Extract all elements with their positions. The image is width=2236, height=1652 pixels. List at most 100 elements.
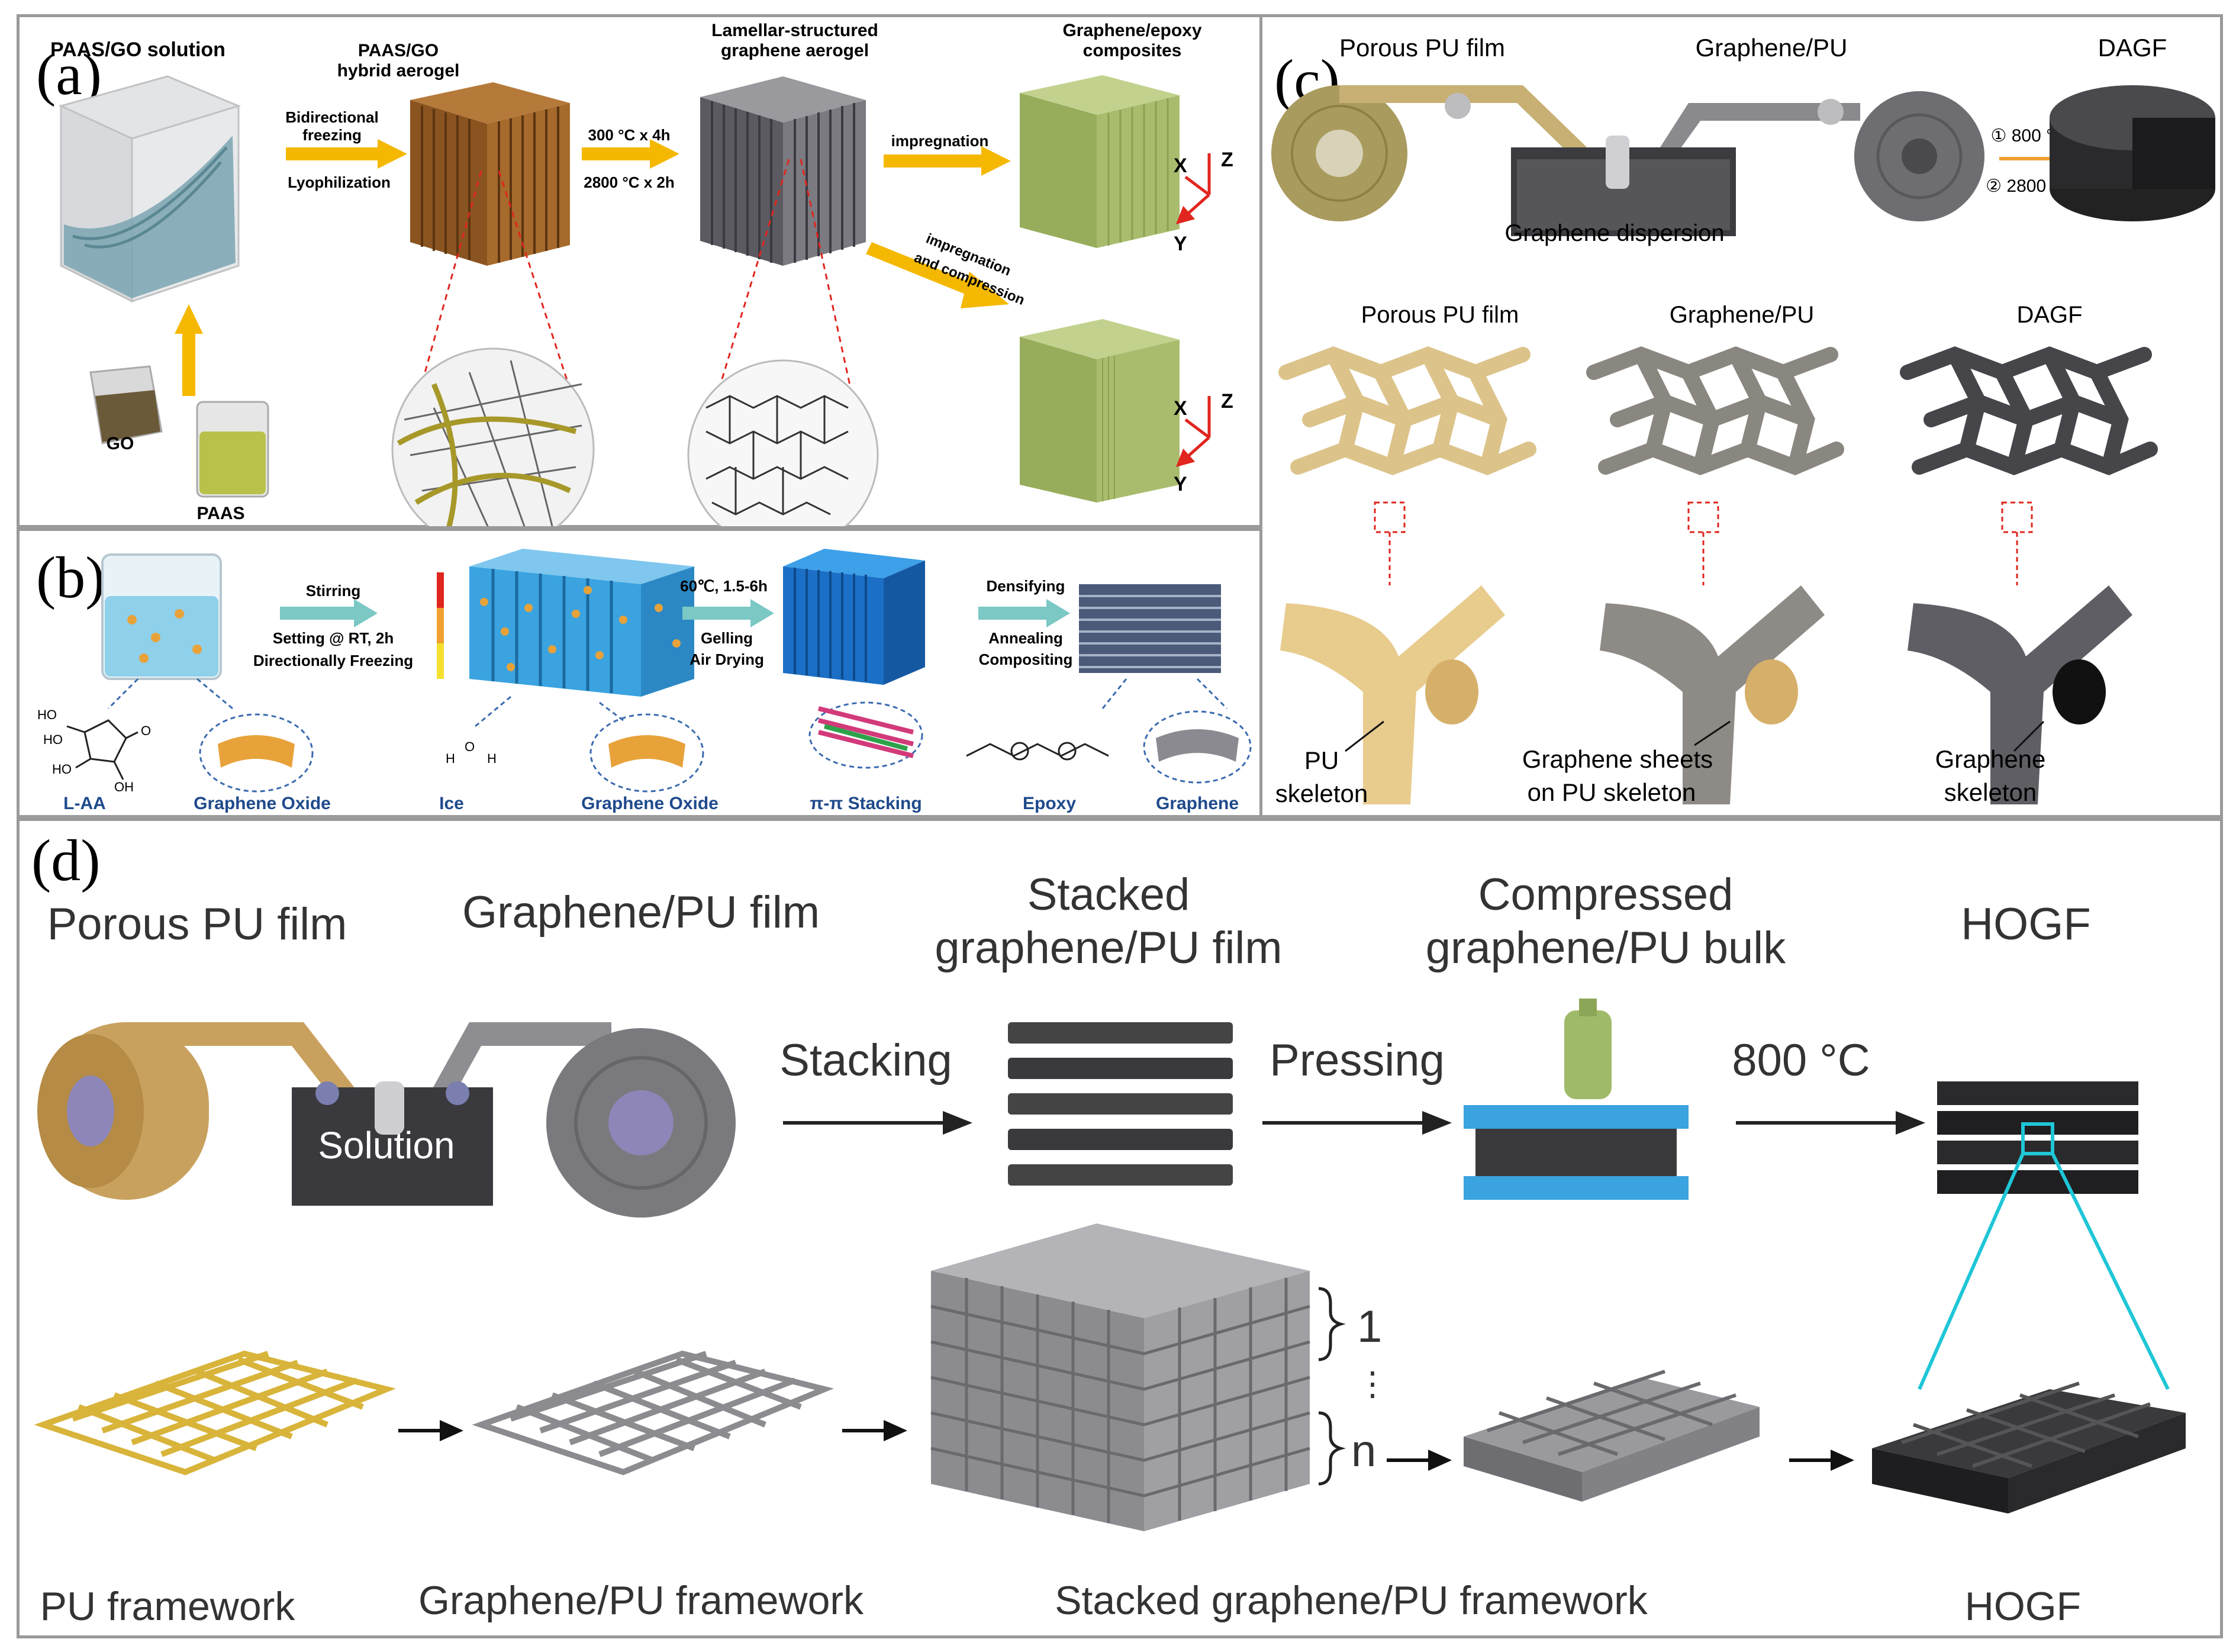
stacking-arrow	[783, 1111, 972, 1135]
mol-oh: OH	[114, 780, 134, 794]
bidirectional-label: Bidirectional	[285, 108, 378, 126]
ice-zoom-arrows	[475, 695, 624, 727]
graphene-oxide-circle-1	[199, 713, 314, 793]
arrow-bottom-3	[1387, 1450, 1452, 1471]
process-arrow-3	[884, 146, 1011, 176]
hogf-bulk	[1937, 1081, 2138, 1194]
panel-b-graphic: (b) HO HO HO OH O L-AA Graphene Oxide St…	[36, 545, 1252, 813]
pu-framework-label: PU framework	[40, 1584, 296, 1629]
panel-a-label: (a)	[36, 41, 102, 107]
axis-y-2: Y	[1174, 473, 1187, 495]
graphene-oxide-circle-2	[589, 713, 704, 793]
axes-1	[1183, 153, 1211, 218]
dagf-cylinder	[2050, 85, 2215, 221]
hybrid-zoom-circle	[391, 347, 595, 526]
stacked-film-label-2: graphene/PU film	[935, 923, 1282, 973]
process-arrow-2	[582, 139, 679, 169]
mol-ho-2: HO	[43, 732, 63, 747]
arrow-bottom-2	[842, 1420, 907, 1441]
graphene-skeleton-label-1: Graphene	[1935, 745, 2046, 773]
graphene-sheet-circle	[1143, 710, 1252, 784]
gel-block	[783, 549, 925, 685]
panel-b: (b) HO HO HO OH O L-AA Graphene Oxide St…	[17, 528, 1264, 818]
hybrid-zoom-lines	[409, 170, 583, 426]
layer-braces	[1318, 1287, 1346, 1486]
mol-ho-3: HO	[52, 762, 72, 777]
epoxy-label: Epoxy	[1023, 794, 1076, 813]
axis-y-1: Y	[1174, 233, 1187, 255]
compressed-bulk-label-2: graphene/PU bulk	[1426, 923, 1786, 973]
laa-label: L-AA	[63, 794, 106, 813]
stacked-film-label-1: Stacked	[1027, 870, 1190, 920]
lamellar-title-1: Lamellar-structured	[711, 21, 878, 40]
pu-framework-lattice	[34, 1350, 396, 1476]
water-h-2: H	[487, 751, 497, 766]
lamellar-aerogel-cube	[700, 76, 866, 266]
pu-film-roll	[37, 1022, 209, 1200]
lamellar-zoom-circle	[687, 359, 879, 526]
zoom-lines-d	[1918, 1152, 2170, 1390]
paas-go-solution-title: PAAS/GO solution	[50, 38, 225, 61]
stacking-label: Stacking	[779, 1035, 952, 1086]
laa-molecule	[66, 719, 138, 780]
graphene-oxide-label-1: Graphene Oxide	[194, 794, 331, 813]
lyophilization-label: Lyophilization	[288, 173, 391, 191]
porous-pu-film-label: Porous PU film	[47, 899, 347, 949]
stacked-framework-label: Stacked graphene/PU framework	[1055, 1578, 1648, 1623]
axes-2	[1183, 396, 1211, 461]
graphene-sheet-node	[1600, 585, 1825, 804]
layer-n-label: n	[1351, 1426, 1376, 1476]
densifying-label: Densifying	[987, 577, 1065, 595]
epoxy-molecule	[966, 742, 1109, 761]
mol-o: O	[141, 723, 151, 738]
graphene-pu-film-roll	[546, 1028, 736, 1218]
pu-roll	[1271, 85, 1407, 221]
dispersion-tank	[1511, 136, 1736, 236]
panel-a: (a) PAAS/GO solution GO PAAS Bidirection…	[17, 14, 1264, 528]
upward-arrow	[175, 304, 203, 396]
solution-tank	[292, 1081, 493, 1206]
pu-skeleton-node	[1280, 585, 1505, 804]
pu-skeleton-label-1: PU	[1304, 746, 1339, 774]
go-label: GO	[107, 434, 134, 453]
pi-stacking-circle	[808, 701, 923, 769]
carbonization-arrow	[1736, 1111, 1925, 1135]
dagf-lattice	[1900, 346, 2158, 476]
hybrid-aerogel-cube	[410, 82, 570, 266]
process-arrow-1	[286, 139, 407, 169]
gelling-label: Gelling	[701, 629, 753, 647]
graphene-sheets-label-2: on PU skeleton	[1528, 778, 1696, 806]
layer-dots: ⋮	[1356, 1365, 1389, 1402]
hybrid-aerogel-title-2: hybrid aerogel	[337, 61, 460, 80]
laa-beaker	[101, 553, 222, 680]
film-path	[1339, 85, 1860, 195]
process-arrow-b1	[280, 599, 378, 627]
zoom-markers	[1374, 501, 2033, 585]
pressing-label: Pressing	[1270, 1035, 1445, 1086]
graphene-label: Graphene	[1156, 794, 1239, 813]
graphene-pu-mid-title: Graphene/PU	[1670, 302, 1815, 328]
process-arrow-b3	[978, 599, 1070, 627]
impregnation-label: impregnation	[891, 132, 989, 150]
panel-b-label: (b)	[36, 545, 105, 610]
freezing-label: freezing	[302, 126, 362, 144]
hogf-bottom-label: HOGF	[1965, 1584, 2081, 1629]
panel-d: (d) Porous PU film Graphene/PU film Stac…	[17, 818, 2223, 1638]
axis-x-1: X	[1174, 154, 1187, 177]
porous-pu-film-title: Porous PU film	[1339, 34, 1505, 62]
gelling-temp-label: 60℃, 1.5-6h	[680, 577, 768, 595]
lamellar-title-2: graphene aerogel	[721, 41, 869, 60]
pressing-arrow	[1262, 1111, 1452, 1135]
graphene-pu-roll	[1854, 91, 1984, 221]
ice-label: Ice	[439, 794, 464, 813]
graphene-pu-framework-lattice	[472, 1350, 834, 1476]
dense-composite-block	[1079, 584, 1221, 673]
graphene-pu-lattice	[1586, 346, 1844, 476]
hybrid-aerogel-title-1: PAAS/GO	[358, 41, 439, 60]
panel-d-label: (d)	[31, 827, 101, 893]
graphene-skeleton-label-2: skeleton	[1944, 778, 2037, 806]
graphene-sheets-label-1: Graphene sheets	[1522, 745, 1713, 773]
process-arrow-diagonal	[866, 242, 1009, 308]
callout-arrows	[1345, 720, 2045, 752]
panel-d-graphic: (d) Porous PU film Graphene/PU film Stac…	[31, 827, 2186, 1629]
